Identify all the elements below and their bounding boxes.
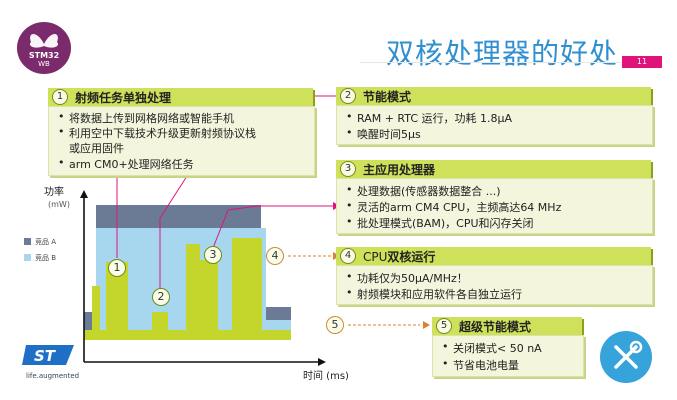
callout-3-number: 3	[340, 161, 356, 177]
callout-1-bullet: 将数据上传到网格网络或智能手机	[58, 110, 234, 126]
callout-2-body: RAM + RTC 运行，功耗 1.8μA 唤醒时间5μs	[336, 105, 653, 145]
callout-2-title: 节能模式	[363, 90, 412, 104]
callout-3-bullet: 批处理模式(BAM)，CPU和闪存关闭	[346, 215, 533, 231]
y-axis-arrow	[80, 190, 88, 198]
callout-4-number: 4	[340, 248, 356, 264]
legend-label-a: 竞品 A	[35, 238, 57, 246]
st-logo: ST	[22, 345, 74, 365]
legend-swatch-a	[24, 238, 31, 245]
callout-4-header: 4 CPU双核运行	[336, 247, 651, 265]
callout-2-bullet: 唤醒时间5μs	[346, 126, 421, 142]
callout-5-body: 关闭模式< 50 nA 节省电池电量	[432, 335, 584, 377]
callout-3-title: 主应用处理器	[363, 163, 436, 177]
y-axis-unit: (mW)	[48, 200, 70, 209]
callout-5-header: 5 超级节能模式	[432, 317, 582, 335]
callout-2-bullet: RAM + RTC 运行，功耗 1.8μA	[346, 110, 512, 126]
x-axis-arrow	[318, 358, 326, 366]
arrow-5	[423, 321, 430, 329]
x-axis-label: 时间 (ms)	[303, 371, 349, 382]
marker-2: 2	[152, 288, 170, 306]
callout-4-body: 功耗仅为50μA/MHz！ 射频模块和应用软件各自独立运行	[336, 265, 653, 305]
svg-text:ST: ST	[34, 347, 57, 365]
callout-5-title: 超级节能模式	[459, 320, 532, 334]
leader-line-3	[212, 205, 335, 249]
callout-5-bullet: 节省电池电量	[442, 357, 519, 373]
brand-tagline: life.augmented	[26, 372, 80, 380]
callout-3-header: 3 主应用处理器	[336, 160, 651, 178]
legend-swatch-b	[24, 254, 31, 261]
callout-4-title-prefix: CPU	[363, 250, 388, 264]
callout-2-number: 2	[340, 88, 356, 104]
marker-3: 3	[204, 246, 222, 264]
logo-line2: WB	[38, 60, 50, 68]
y-axis-label: 功率	[44, 187, 64, 198]
callout-5-bullet: 关闭模式< 50 nA	[442, 340, 542, 356]
callout-1-number: 1	[52, 89, 68, 105]
callout-1-header: 1 射频任务单独处理	[48, 88, 313, 106]
stm32-power-profile	[84, 238, 291, 340]
stm32-logo: STM32 WB	[17, 22, 71, 74]
callout-4-title: 双核运行	[387, 250, 436, 264]
callout-3-body: 处理数据(传感器数据整合 ...) 灵活的arm CM4 CPU，主频高达64 …	[336, 178, 653, 234]
callout-3-bullet: 灵活的arm CM4 CPU，主频高达64 MHz	[346, 199, 561, 215]
callout-3-bullet: 处理数据(传感器数据整合 ...)	[346, 183, 501, 199]
callout-1-body: 将数据上传到网格网络或智能手机 利用空中下载技术升级更新射频协议栈 或应用固件 …	[48, 106, 315, 176]
callout-2-header: 2 节能模式	[336, 87, 651, 105]
marker-4: 4	[266, 247, 284, 265]
title-rule	[360, 62, 622, 63]
callout-1-bullet-cont: 或应用固件	[69, 142, 124, 155]
callout-1-title: 射频任务单独处理	[75, 91, 172, 105]
callout-1-bullet: 利用空中下载技术升级更新射频协议栈	[58, 125, 256, 141]
logo-line1: STM32	[28, 51, 60, 60]
callout-4-bullet: 功耗仅为50μA/MHz！	[346, 270, 468, 286]
callout-5-number: 5	[436, 318, 452, 334]
callout-4-bullet: 射频模块和应用软件各自独立运行	[346, 286, 522, 302]
legend-label-b: 竞品 B	[35, 254, 57, 262]
slide-title: 双核处理器的好处	[386, 37, 619, 70]
marker-5: 5	[326, 316, 344, 334]
callout-1-bullet: arm CM0+处理网络任务	[58, 156, 194, 172]
page-number: 11	[622, 56, 662, 68]
marker-1: 1	[108, 259, 126, 277]
wrench-screwdriver-icon	[600, 331, 652, 383]
butterfly-icon	[29, 34, 59, 48]
